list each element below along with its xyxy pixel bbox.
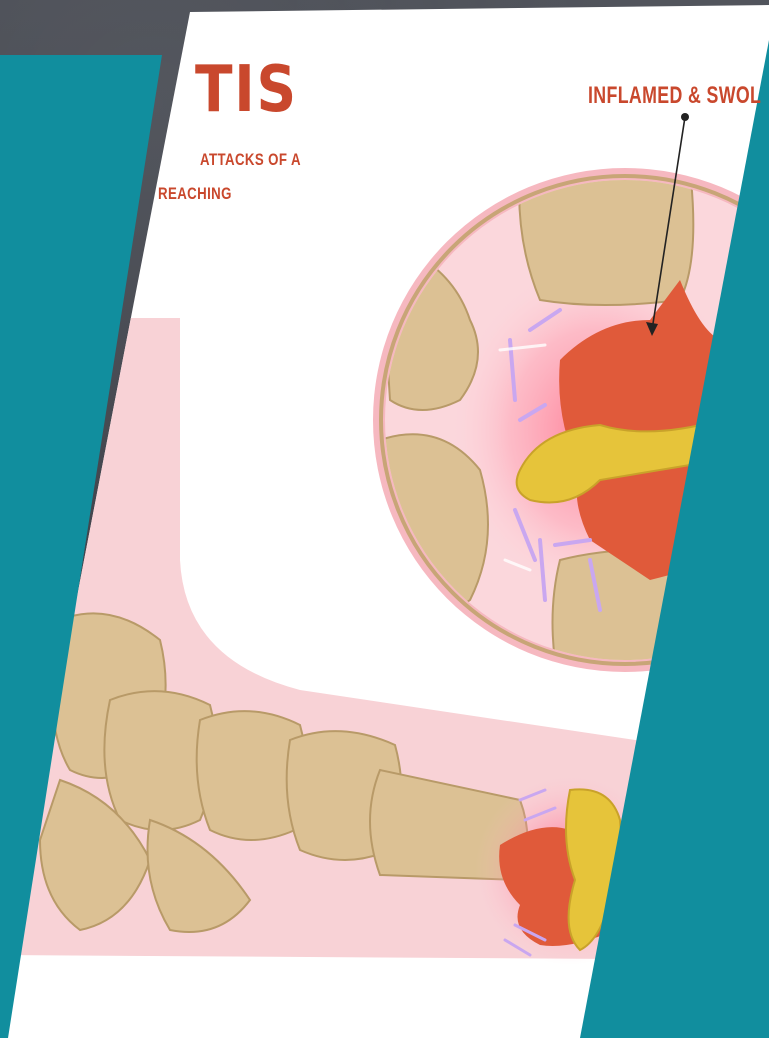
subtitle-line-2: REACHING (158, 184, 232, 204)
title-fragment: TIS (195, 58, 298, 122)
subtitle-line-1: ATTACKS OF A (200, 150, 301, 170)
inflamed-callout-label: INFLAMED & SWOL (588, 82, 761, 110)
